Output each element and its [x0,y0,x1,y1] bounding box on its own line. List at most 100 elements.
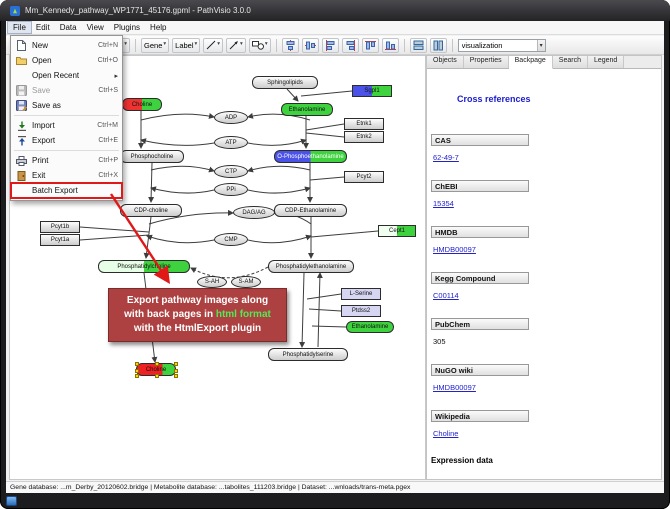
backpage-section-header[interactable]: NuGO wiki [431,364,529,376]
tab-objects[interactable]: Objects [427,56,464,68]
backpage-section-header[interactable]: ChEBI [431,180,529,192]
pathway-node-phosphocholine[interactable]: Phosphocholine [120,150,184,163]
taskbar-icon [6,496,17,506]
backpage-section-header[interactable]: Kegg Compound [431,272,529,284]
backpage-section-header[interactable]: PubChem [431,318,529,330]
backpage-section-header[interactable]: HMDB [431,226,529,238]
tab-legend[interactable]: Legend [587,56,625,68]
align-top-button[interactable] [361,37,379,53]
arrow-template-button[interactable]: ▾ [226,37,246,53]
tab-properties[interactable]: Properties [463,56,509,68]
pathway-node-sgpl1[interactable]: Sgpl1 [352,85,392,97]
backpage-title: Cross references [457,94,531,104]
selection-handle[interactable] [135,374,139,378]
pathway-node-cmp[interactable]: CMP [214,233,248,246]
backpage-section-header[interactable]: CAS [431,134,529,146]
file-menu-item-batch-export[interactable]: Batch Export [10,182,123,199]
selection-handle[interactable] [174,362,178,366]
pathway-node-etnk1[interactable]: Etnk1 [344,118,384,130]
align-ch-icon [285,39,296,51]
align-center-vertical-button[interactable] [301,37,319,53]
pathway-node-phosphatidylserine[interactable]: Phosphatidylserine [268,348,348,361]
selection-handle[interactable] [135,362,139,366]
menu-help[interactable]: Help [150,23,167,32]
titlebar[interactable]: Mm_Kennedy_pathway_WP1771_45176.gpml - P… [0,0,670,21]
shape-template-button[interactable]: ▾ [248,37,271,53]
pathway-node-ppi[interactable]: PPi [214,183,248,196]
save-icon [16,85,27,96]
pathway-node-choline[interactable]: Choline [122,98,162,111]
tab-backpage[interactable]: Backpage [508,56,553,69]
chevron-down-icon: ▾ [163,41,167,48]
pathway-node-pcyt1b[interactable]: Pcyt1b [40,221,80,233]
pathway-node-etnk2[interactable]: Etnk2 [344,131,384,143]
chevron-down-icon: ▾ [194,41,198,48]
backpage-link[interactable]: C00114 [433,291,459,300]
align-bottom-button[interactable] [381,37,399,53]
pathway-node-cdp-choline[interactable]: CDP-choline [120,204,182,217]
visualization-combo[interactable]: visualization▾ [457,38,546,52]
line-template-button[interactable]: ▾ [203,37,224,53]
align-center-horizontal-button[interactable] [281,37,299,53]
backpage-link[interactable]: HMDB00097 [433,245,476,254]
backpage-link[interactable]: Choline [433,429,459,438]
pathway-node-cept1[interactable]: Cept1 [378,225,416,237]
import-icon [17,121,27,131]
pathway-node-sphingolipids[interactable]: Sphingolipids [252,76,318,89]
pathway-node-cdp-ethanolamine[interactable]: CDP-Ethanolamine [274,204,347,217]
pathway-node-phosphatidylethanolamine[interactable]: Phosphatidylethanolamine [268,260,354,273]
file-menu-item-save-as[interactable]: Save as [11,98,122,113]
file-menu-item-open-recent[interactable]: Open Recent▸ [32,71,118,80]
chevron-down-icon: ▾ [536,39,545,51]
pathway-node-s-ah[interactable]: S-AH [197,276,227,288]
pathway-node-dag-ag[interactable]: DAG/AG [233,206,275,219]
menu-data[interactable]: Data [59,23,77,32]
align-right-button[interactable] [341,37,359,53]
backpage-link[interactable]: 15354 [433,199,454,208]
backpage-section-header[interactable]: Wikipedia [431,410,529,422]
pathway-node-ethanolamine[interactable]: Ethanolamine [346,321,394,333]
selection-handle[interactable] [135,368,139,373]
tab-search[interactable]: Search [552,56,588,68]
common-width-button[interactable] [409,37,427,53]
menu-file[interactable]: File [7,21,32,34]
backpage-link[interactable]: HMDB00097 [433,383,476,392]
pathway-node-choline[interactable]: Choline [135,362,178,378]
selection-handle[interactable] [155,374,159,378]
pathway-node-l-serine[interactable]: L-Serine [341,288,381,300]
label-template-button[interactable]: Label▾ [172,37,201,53]
pathway-node-pcyt2[interactable]: Pcyt2 [344,171,384,183]
pathway-node-s-am[interactable]: S-AM [231,276,261,288]
backpage-link[interactable]: 62-49-7 [433,153,459,162]
pathway-node-o-phosphoethanolamine[interactable]: O-Phosphoethanolamine [274,150,347,163]
pathway-node-phosphatidylcholine[interactable]: Phosphatidylcholine [98,260,190,273]
app-icon [10,5,20,16]
pathway-node-ethanolamine[interactable]: Ethanolamine [281,103,333,116]
selection-handle[interactable] [174,374,178,378]
pathway-node-atp[interactable]: ATP [214,136,248,149]
match-height-icon [433,40,444,51]
selection-handle[interactable] [155,362,159,366]
menu-edit[interactable]: Edit [35,23,50,32]
datanode-template-button[interactable]: Gene▾ [141,37,170,53]
menu-plugins[interactable]: Plugins [113,23,141,32]
common-height-button[interactable] [429,37,447,53]
pathway-node-pcyt1a[interactable]: Pcyt1a [40,234,80,246]
menu-separator [14,115,119,116]
pathway-node-ctp[interactable]: CTP [214,165,248,178]
pathway-node-adp[interactable]: ADP [214,111,248,124]
align-left-button[interactable] [321,37,339,53]
menu-view[interactable]: View [86,23,104,32]
pathway-node-ptdss2[interactable]: Ptdss2 [341,305,381,317]
selection-handle[interactable] [174,368,178,373]
